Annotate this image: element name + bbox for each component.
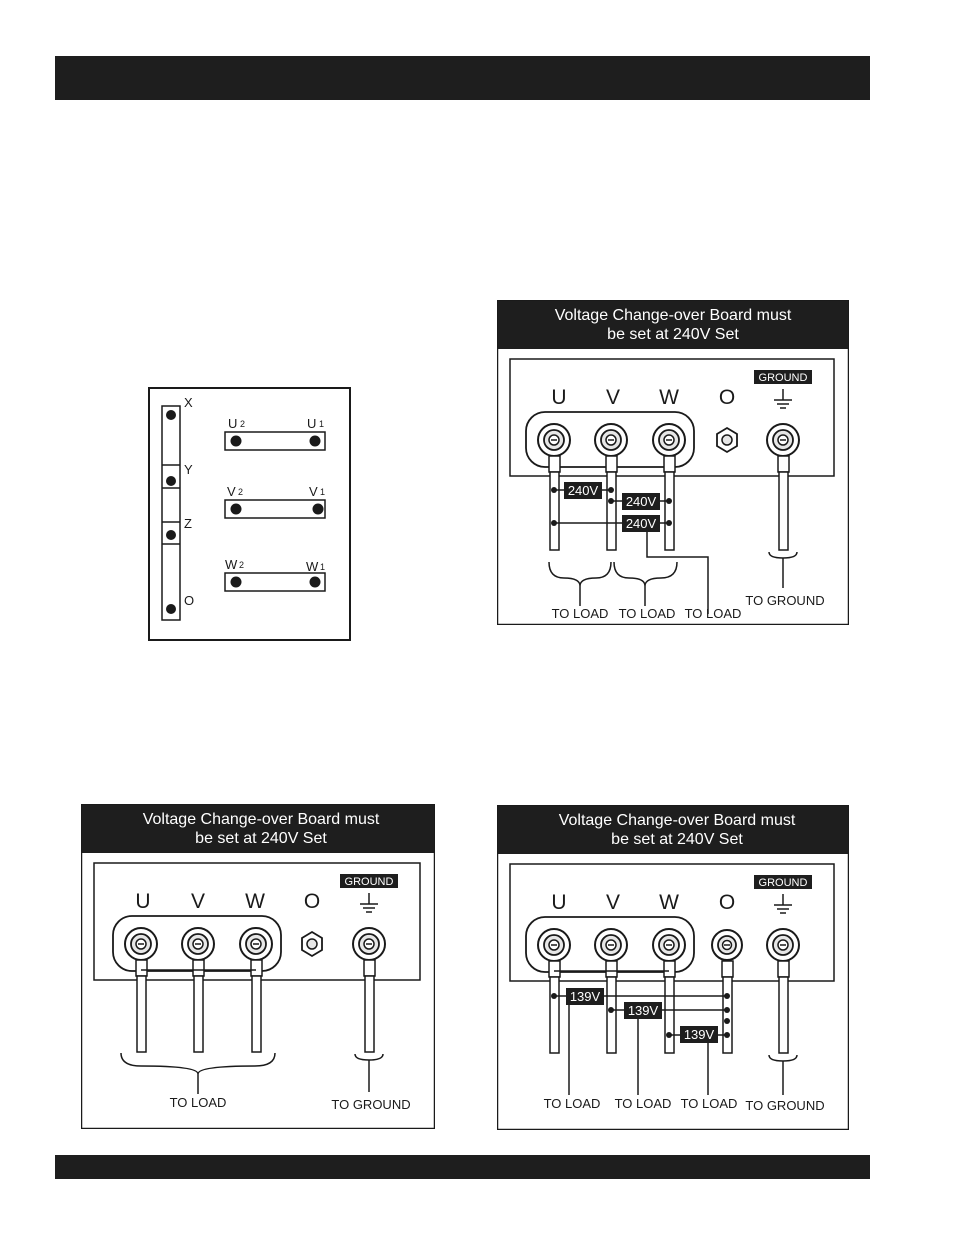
svg-text:be set at 240V Set: be set at 240V Set xyxy=(195,830,327,847)
svg-text:139V: 139V xyxy=(684,1027,715,1042)
svg-text:2: 2 xyxy=(238,487,243,497)
cable-u xyxy=(549,471,560,551)
svg-text:Voltage Change-over Board must: Voltage Change-over Board must xyxy=(559,812,796,829)
cable-w xyxy=(664,976,675,1054)
voltage-badge-w xyxy=(680,1026,718,1043)
cable-v xyxy=(193,975,204,1053)
svg-text:1: 1 xyxy=(319,419,324,429)
svg-text:U: U xyxy=(551,891,566,914)
voltage-badge-u xyxy=(566,988,604,1005)
svg-text:GROUND: GROUND xyxy=(759,877,808,889)
svg-text:be set at 240V Set: be set at 240V Set xyxy=(611,831,743,848)
panel-header xyxy=(498,806,848,854)
voltage-badge-vw xyxy=(622,493,660,510)
svg-text:TO GROUND: TO GROUND xyxy=(331,1097,410,1112)
svg-text:O: O xyxy=(719,891,735,914)
cable-o xyxy=(722,976,733,1054)
svg-text:V: V xyxy=(606,891,620,914)
svg-text:TO LOAD: TO LOAD xyxy=(544,1096,601,1111)
cable-u xyxy=(136,975,147,1053)
voltage-badge-uw xyxy=(622,515,660,532)
wiring-panel-240v-top: Voltage Change-over Board must be set at… xyxy=(497,300,849,625)
voltage-badge-v xyxy=(624,1002,662,1019)
cable-w xyxy=(251,975,262,1053)
terminal-z-dot xyxy=(166,530,176,540)
link-bar-w xyxy=(224,572,326,592)
cable-u xyxy=(549,976,560,1054)
svg-text:U: U xyxy=(135,890,150,913)
label-u1: U xyxy=(307,416,316,431)
cable-ground xyxy=(778,976,789,1054)
svg-text:Voltage Change-over Board must: Voltage Change-over Board must xyxy=(143,811,380,828)
svg-text:TO GROUND: TO GROUND xyxy=(745,593,824,608)
cable-v xyxy=(606,471,617,551)
panel-header xyxy=(82,805,434,853)
label-v2: V xyxy=(227,484,236,499)
wiring-panel-240v-bottom: Voltage Change-over Board must be set at… xyxy=(81,804,435,1129)
svg-text:139V: 139V xyxy=(570,989,601,1004)
svg-text:V: V xyxy=(606,386,620,409)
svg-text:1: 1 xyxy=(320,487,325,497)
wiring-panel-139v: Voltage Change-over Board must be set at… xyxy=(497,805,849,1130)
svg-text:2: 2 xyxy=(240,419,245,429)
svg-text:2: 2 xyxy=(239,560,244,570)
ground-tag xyxy=(340,874,398,888)
ground-tag xyxy=(754,370,812,384)
svg-text:TO GROUND: TO GROUND xyxy=(745,1098,824,1113)
label-x: X xyxy=(184,395,193,410)
terminal-strip xyxy=(161,405,181,621)
label-o: O xyxy=(184,593,194,608)
link-bar-u xyxy=(224,431,326,451)
svg-text:W: W xyxy=(245,890,265,913)
svg-text:TO LOAD: TO LOAD xyxy=(685,606,742,621)
terminal-x-dot xyxy=(166,410,176,420)
label-z: Z xyxy=(184,516,192,531)
terminal-board-diagram: X Y Z O U 2 U 1 V 2 V 1 W 2 W 1 xyxy=(148,387,351,641)
terminal-o-dot xyxy=(166,604,176,614)
label-u2: U xyxy=(228,416,237,431)
label-v1: V xyxy=(309,484,318,499)
svg-text:V: V xyxy=(191,890,205,913)
svg-text:1: 1 xyxy=(320,562,325,572)
ground-symbol-icon xyxy=(360,893,378,913)
svg-text:240V: 240V xyxy=(626,516,657,531)
svg-text:be set at 240V Set: be set at 240V Set xyxy=(607,326,739,343)
ground-symbol-icon xyxy=(774,389,792,409)
svg-text:240V: 240V xyxy=(568,483,599,498)
svg-text:GROUND: GROUND xyxy=(345,876,394,888)
label-w2: W xyxy=(225,557,238,572)
cable-w xyxy=(664,471,675,551)
voltage-badge-uv xyxy=(564,482,602,499)
svg-text:TO LOAD: TO LOAD xyxy=(170,1095,227,1110)
header-bar xyxy=(55,56,870,100)
ground-tag xyxy=(754,875,812,889)
svg-text:TO LOAD: TO LOAD xyxy=(552,606,609,621)
svg-text:139V: 139V xyxy=(628,1003,659,1018)
footer-bar xyxy=(55,1155,870,1179)
svg-text:O: O xyxy=(719,386,735,409)
panel-header xyxy=(498,301,848,349)
svg-text:U: U xyxy=(551,386,566,409)
svg-text:W: W xyxy=(659,386,679,409)
cable-ground xyxy=(778,471,789,551)
svg-text:Voltage Change-over Board must: Voltage Change-over Board must xyxy=(555,307,792,324)
label-w1: W xyxy=(306,559,319,574)
svg-text:TO LOAD: TO LOAD xyxy=(681,1096,738,1111)
svg-text:O: O xyxy=(304,890,320,913)
svg-text:GROUND: GROUND xyxy=(759,372,808,384)
terminal-y-dot xyxy=(166,476,176,486)
ground-symbol-icon xyxy=(774,894,792,914)
cable-ground xyxy=(364,975,375,1053)
svg-text:W: W xyxy=(659,891,679,914)
label-y: Y xyxy=(184,462,193,477)
link-bar-v xyxy=(224,499,326,519)
svg-text:TO LOAD: TO LOAD xyxy=(619,606,676,621)
cable-v xyxy=(606,976,617,1054)
svg-text:240V: 240V xyxy=(626,494,657,509)
svg-text:TO LOAD: TO LOAD xyxy=(615,1096,672,1111)
